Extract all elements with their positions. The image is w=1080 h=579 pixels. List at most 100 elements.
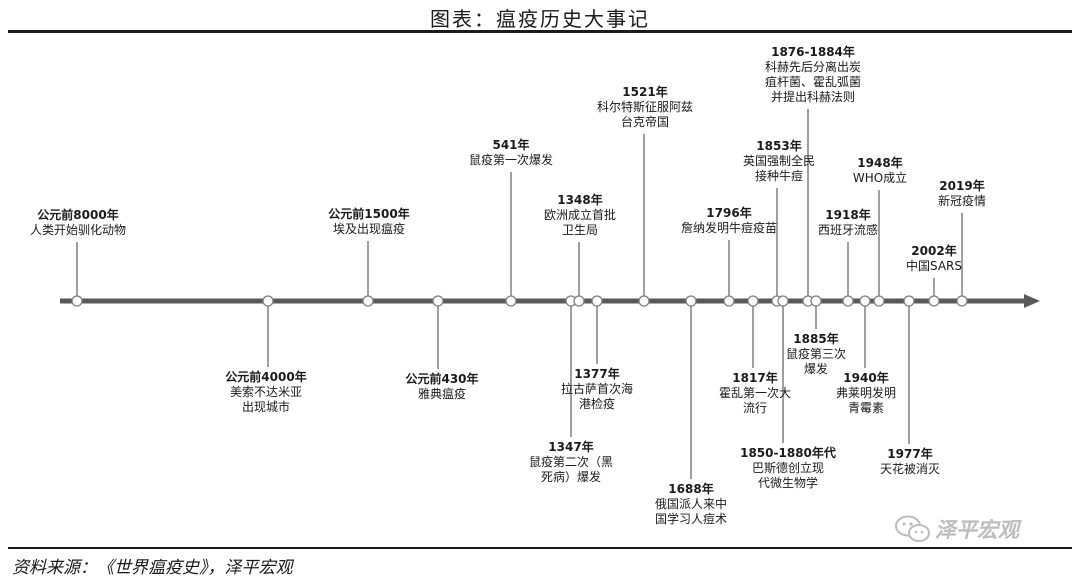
event-description: 并提出科赫法则 (770, 90, 855, 104)
event-description: 台克帝国 (620, 115, 669, 129)
event-description: 鼠疫第三次 (785, 347, 846, 361)
event-description: 鼠疫第一次爆发 (468, 153, 553, 167)
event-label: 1688年俄国派人来中国学习人痘术 (611, 482, 771, 527)
wechat-icon (895, 515, 930, 542)
event-node (842, 295, 854, 307)
event-description: 欧洲成立首批 (543, 208, 616, 222)
event-year: 公元前430年 (405, 372, 479, 386)
watermark-text: 泽平宏观 (935, 518, 1019, 542)
event-year: 公元前4000年 (225, 370, 307, 384)
event-label: 公元前1500年埃及出现瘟疫 (289, 207, 449, 237)
event-description: 英国强制全民 (742, 154, 815, 168)
event-year: 1850-1880年代 (740, 446, 836, 460)
event-description: 霍乱第一次大 (718, 386, 791, 400)
timeline-arrow-head (1024, 294, 1040, 308)
event-node (747, 295, 759, 307)
event-node (573, 295, 585, 307)
event-label: 公元前8000年人类开始驯化动物 (0, 208, 158, 238)
event-node (71, 295, 83, 307)
event-year: 1688年 (668, 482, 714, 496)
event-node (638, 295, 650, 307)
event-node (873, 295, 885, 307)
watermark-logo: 泽平宏观 (893, 512, 1063, 546)
event-description: 科赫先后分离出炭 (764, 60, 861, 74)
event-node (903, 295, 915, 307)
event-description: 死病）爆发 (540, 470, 601, 484)
bottom-rule (8, 547, 1072, 549)
event-description: WHO成立 (852, 171, 908, 185)
event-node (362, 295, 374, 307)
timeline-stems (76, 109, 963, 479)
event-description: 詹纳发明牛痘疫苗 (680, 221, 777, 235)
event-description: 美索不达米亚 (229, 385, 302, 399)
event-description: 新冠疫情 (937, 194, 986, 208)
event-node (505, 295, 517, 307)
event-year: 1940年 (843, 371, 889, 385)
event-label: 1817年霍乱第一次大流行 (675, 371, 835, 416)
event-description: 流行 (742, 401, 767, 415)
event-label: 1853年英国强制全民接种牛痘 (699, 139, 859, 184)
event-description: 巴斯德创立现 (751, 461, 824, 475)
event-description: 人类开始驯化动物 (29, 223, 126, 237)
event-year: 公元前1500年 (328, 207, 410, 221)
event-year: 1817年 (732, 371, 778, 385)
event-description: 雅典瘟疫 (417, 387, 466, 401)
event-label: 541年鼠疫第一次爆发 (431, 138, 591, 168)
event-description: 埃及出现瘟疫 (332, 222, 405, 236)
event-node (859, 295, 871, 307)
event-label: 1940年弗莱明发明青霉素 (786, 371, 946, 416)
event-label: 1885年鼠疫第三次爆发 (736, 332, 896, 377)
page-title: 图表：瘟疫历史大事记 (430, 7, 650, 31)
event-description: 卫生局 (561, 223, 598, 237)
event-year: 1377年 (574, 367, 620, 381)
event-year: 1948年 (857, 156, 903, 170)
event-description: 港检疫 (578, 397, 615, 411)
event-label: 2019年新冠疫情 (882, 179, 1042, 209)
event-node (956, 295, 968, 307)
event-year: 1796年 (706, 206, 752, 220)
event-label: 1377年拉古萨首次海港检疫 (517, 367, 677, 412)
event-description: 西班牙流感 (817, 223, 878, 237)
event-year: 1885年 (793, 332, 839, 346)
event-node (723, 295, 735, 307)
event-label: 1796年詹纳发明牛痘疫苗 (649, 206, 809, 236)
event-description: 鼠疫第二次（黑 (528, 455, 613, 469)
event-node (777, 295, 789, 307)
event-label: 公元前430年雅典瘟疫 (362, 372, 522, 402)
event-description: 中国SARS (905, 259, 962, 273)
event-year: 1977年 (887, 447, 933, 461)
event-year: 541年 (492, 138, 530, 152)
event-node (685, 295, 697, 307)
timeline-nodes (71, 295, 968, 307)
event-description: 青霉素 (847, 401, 884, 415)
event-description: 国学习人痘术 (654, 512, 727, 526)
event-node (810, 295, 822, 307)
event-year: 1918年 (825, 208, 871, 222)
event-node (928, 295, 940, 307)
event-label: 1521年科尔特斯征服阿兹台克帝国 (565, 85, 725, 130)
event-label: 1977年天花被消灭 (830, 447, 990, 477)
event-label: 1348年欧洲成立首批卫生局 (500, 193, 660, 238)
event-description: 爆发 (803, 362, 828, 376)
event-node (262, 295, 274, 307)
event-label: 1347年鼠疫第二次（黑死病）爆发 (491, 440, 651, 485)
event-year: 1347年 (548, 440, 594, 454)
event-year: 1876-1884年 (771, 45, 855, 59)
event-description: 出现城市 (241, 400, 290, 414)
event-description: 接种牛痘 (754, 169, 803, 183)
event-label: 2002年中国SARS (854, 244, 1014, 274)
event-year: 2002年 (911, 244, 957, 258)
event-label: 1850-1880年代巴斯德创立现代微生物学 (708, 446, 868, 491)
event-label: 1876-1884年科赫先后分离出炭疽杆菌、霍乱弧菌并提出科赫法则 (733, 45, 893, 105)
event-node (591, 295, 603, 307)
event-description: 天花被消灭 (879, 462, 940, 476)
event-label: 公元前4000年美索不达米亚出现城市 (186, 370, 346, 415)
top-rule (8, 30, 1072, 33)
event-year: 1853年 (756, 139, 802, 153)
event-year: 1348年 (557, 193, 603, 207)
event-description: 代微生物学 (757, 476, 818, 490)
event-year: 2019年 (939, 179, 985, 193)
event-description: 弗莱明发明 (835, 386, 896, 400)
